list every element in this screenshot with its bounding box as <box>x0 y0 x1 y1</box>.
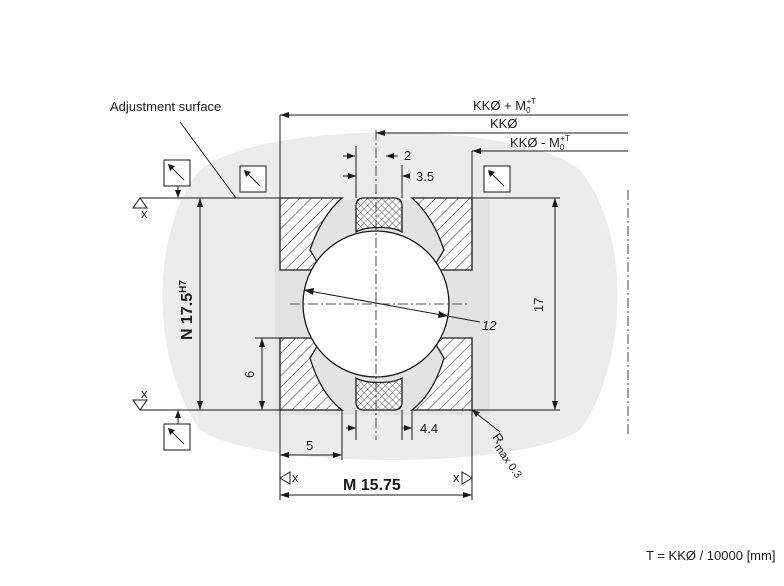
flatness-tolerance-icon <box>163 159 191 187</box>
datum-x-right: x <box>453 470 460 485</box>
dim-2: 2 <box>404 148 411 163</box>
kk-plus-label: KKØ + M0+T <box>473 97 536 115</box>
dim-17: 17 <box>531 298 546 312</box>
formula-label: T = KKØ / 10000 [mm] <box>646 548 775 563</box>
datum-x-bottom: x <box>141 386 148 401</box>
body-lower-right <box>410 337 473 411</box>
dim-3-5: 3.5 <box>416 169 434 184</box>
flatness-tolerance-icon <box>163 423 191 451</box>
seal-lower <box>355 376 403 411</box>
datum-x-top: x <box>141 206 148 221</box>
dim-6: 6 <box>242 371 257 378</box>
kk-label: KKØ <box>490 116 517 131</box>
dim-4-4: 4.4 <box>420 421 438 436</box>
adjustment-surface-label: Adjustment surface <box>110 99 221 114</box>
seal-upper <box>355 197 403 234</box>
datum-x-left: x <box>292 470 299 485</box>
flatness-tolerance-icon <box>483 165 511 193</box>
body-lower-left <box>279 337 344 411</box>
body-upper-right <box>410 197 473 271</box>
m-15-75-label: M 15.75 <box>343 477 401 494</box>
n-17-5-label: N 17.5H7 <box>178 280 196 340</box>
flatness-tolerance-icon <box>239 165 267 193</box>
dim-12: 12 <box>482 318 497 333</box>
dim-5: 5 <box>306 438 313 453</box>
kk-minus-label: KKØ - M0+T <box>510 134 570 152</box>
